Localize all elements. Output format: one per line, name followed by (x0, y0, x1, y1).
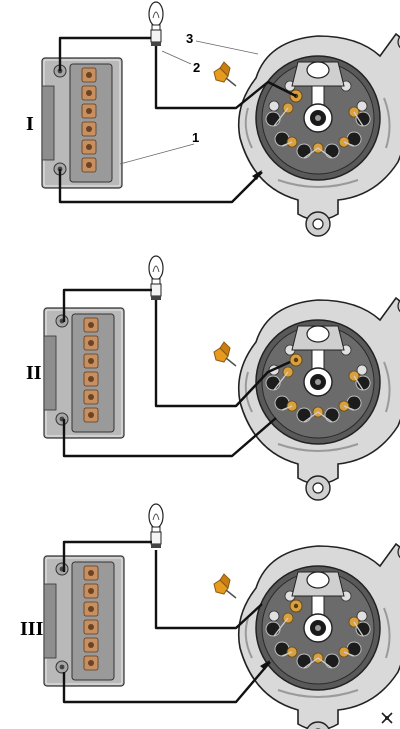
alternator-icon (237, 297, 400, 501)
callout-1: 1 (192, 130, 199, 145)
lamp-icon (148, 255, 164, 301)
probe-clip-icon (213, 61, 237, 87)
panel-II: II (26, 255, 400, 501)
probe-clip-icon (213, 573, 237, 599)
panel-label: I (26, 113, 34, 135)
panel-I: I 1 2 3 (26, 1, 400, 237)
alternator-icon (237, 33, 400, 237)
callout-2: 2 (193, 60, 200, 75)
wires-I (58, 36, 297, 204)
battery-icon (41, 57, 123, 189)
probe-clip-icon (213, 341, 237, 367)
battery-icon (43, 307, 125, 439)
wires-III (62, 540, 271, 704)
alternator-icon (237, 543, 400, 729)
lamp-icon (148, 1, 164, 47)
panel-label: III (20, 618, 44, 640)
battery-icon (43, 555, 125, 687)
wires-II (62, 288, 291, 458)
callout-3: 3 (186, 31, 193, 46)
panel-label: II (26, 362, 42, 384)
panel-III: III (20, 503, 400, 729)
logo-icon (381, 712, 393, 724)
